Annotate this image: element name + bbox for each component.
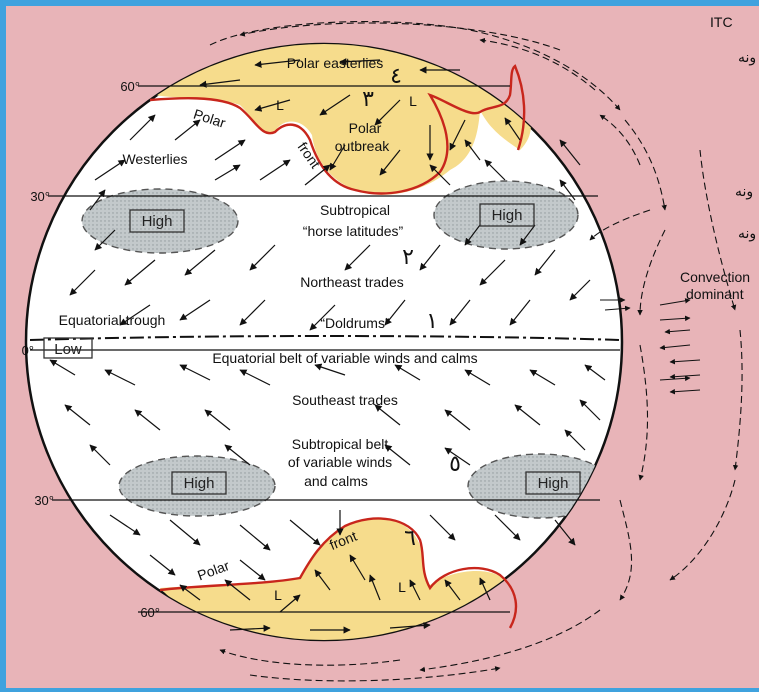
subtropical-belt-label-1: Subtropical belt <box>292 436 389 452</box>
convection-label-1: Convection <box>680 269 750 285</box>
svg-text:Low: Low <box>54 341 82 358</box>
marker-6: ٦ <box>404 526 416 551</box>
marker-4: ٤ <box>390 64 402 89</box>
side-arabic-1: ونه <box>738 50 756 66</box>
high-pressure-sw <box>118 455 276 517</box>
marker-2: ٢ <box>402 245 414 270</box>
low-marker-north-2: L <box>409 93 417 109</box>
low-label: Low <box>43 337 93 359</box>
lat-label-eq: 0° <box>22 343 34 358</box>
side-arabic-2: ونه <box>735 184 753 200</box>
lat-label-s60: 60° <box>140 605 160 620</box>
high-pressure-nw <box>81 188 239 254</box>
westerlies-label: Westerlies <box>122 151 187 167</box>
marker-5: ٥ <box>449 452 461 477</box>
subtropical-label: Subtropical <box>320 202 390 218</box>
high-label-se: High <box>525 471 581 495</box>
polar-outbreak-label-1: Polar <box>349 120 382 136</box>
north-polar-region <box>150 44 531 195</box>
high-label-ne: High <box>479 203 535 227</box>
high-pressure-ne <box>433 180 579 250</box>
svg-text:High: High <box>492 207 523 224</box>
low-marker-south-1: L <box>274 587 282 603</box>
marker-3: ٣ <box>362 87 374 112</box>
south-polar-front <box>159 517 518 629</box>
marker-1: ١ <box>426 309 438 334</box>
south-polar-region <box>160 517 512 640</box>
circulation-cells <box>209 21 743 682</box>
side-arabic-3: ونه <box>738 226 756 242</box>
svg-text:High: High <box>184 475 215 492</box>
lat-label-n60: 60° <box>120 79 140 94</box>
lat-label-n30: 30° <box>30 189 50 204</box>
southeast-trades-label: Southeast trades <box>292 392 398 408</box>
equatorial-trough-line <box>29 334 621 341</box>
doldrums-label: “Doldrums” <box>320 315 390 331</box>
convection-label-2: dominant <box>686 286 744 302</box>
wind-arrows <box>49 58 606 634</box>
low-marker-south-2: L <box>398 579 406 595</box>
northeast-trades-label: Northeast trades <box>300 274 404 290</box>
subtropical-belt-label-3: and calms <box>304 473 368 489</box>
north-polar-front <box>149 64 526 195</box>
svg-text:High: High <box>142 213 173 230</box>
high-label-sw: High <box>171 471 227 495</box>
polar-outbreak-label-2: outbreak <box>335 138 390 154</box>
polar-easterlies-label: Polar easterlies <box>287 55 384 71</box>
subtropical-belt-label-2: of variable winds <box>288 454 392 470</box>
low-marker-north-1: L <box>276 97 284 113</box>
itc-fragment: ITC <box>710 14 733 30</box>
high-label-nw: High <box>129 209 185 233</box>
horse-latitudes-label: “horse latitudes” <box>303 223 404 239</box>
equatorial-belt-label: Equatorial belt of variable winds and ca… <box>212 350 477 366</box>
equatorial-trough-label: Equatorial trough <box>59 312 166 328</box>
svg-text:High: High <box>538 475 569 492</box>
lat-label-s30: 30° <box>34 493 54 508</box>
